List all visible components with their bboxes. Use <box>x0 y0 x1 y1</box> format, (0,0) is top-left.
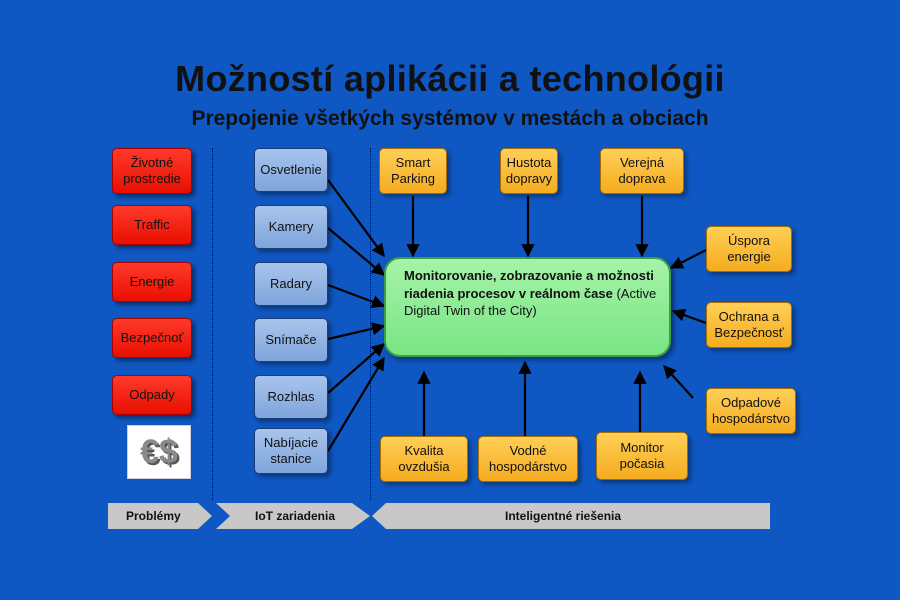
arrow-nabijacie <box>327 356 385 452</box>
problem-odpady: Odpady <box>112 375 192 415</box>
stage-iot-label: IoT zariadenia <box>255 509 336 523</box>
solution-smart-parking: Smart Parking <box>379 148 447 194</box>
arrow-ochrana <box>671 308 707 325</box>
solution-odpadove-hospodarstvo: Odpadové hospodárstvo <box>706 388 796 434</box>
arrow-snimace <box>327 322 386 341</box>
iot-kamery: Kamery <box>254 205 328 249</box>
stage-riesenia-label: Inteligentné riešenia <box>505 509 622 523</box>
page-subtitle: Prepojenie všetkých systémov v mestách a… <box>191 107 709 130</box>
solution-verejna-doprava: Verejná doprava <box>600 148 684 194</box>
solution-kvalita-ovzdusia: Kvalita ovzdušia <box>380 436 468 482</box>
problem-zivotne-prostredie: Životné prostredie <box>112 148 192 194</box>
problem-bezpecnost: Bezpečnoť <box>112 318 192 358</box>
iot-radary: Radary <box>254 262 328 306</box>
problem-energie: Energie <box>112 262 192 302</box>
iot-rozhlas: Rozhlas <box>254 375 328 419</box>
solution-uspora-energie: Úspora energie <box>706 226 792 272</box>
solution-ochrana-bezpecnost: Ochrana a Bezpečnosť <box>706 302 792 348</box>
stage-problemy-arrow <box>108 503 212 529</box>
solution-monitor-pocasia: Monitor počasia <box>596 432 688 480</box>
center-bold-text: Monitorovanie, zobrazovanie a možnosti r… <box>404 268 654 301</box>
arrow-kamery <box>327 227 386 276</box>
solution-hustota-dopravy: Hustota dopravy <box>500 148 558 194</box>
stage-riesenia-arrow <box>372 503 770 529</box>
column-divider <box>370 148 371 500</box>
arrow-osvetlenie <box>327 179 385 258</box>
iot-snimace: Snímače <box>254 318 328 362</box>
problem-traffic: Traffic <box>112 205 192 245</box>
arrow-radary <box>327 283 386 309</box>
column-divider <box>212 148 213 500</box>
page-title: Možností aplikácii a technológii <box>175 58 725 99</box>
arrow-uspora <box>669 249 707 269</box>
arrow-rozhlas <box>327 343 385 394</box>
stage-problemy-label: Problémy <box>126 509 181 523</box>
center-normal-text: (Active Digital Twin of the City) <box>404 285 657 319</box>
solution-vodne-hospodarstvo: Vodné hospodárstvo <box>478 436 578 482</box>
center-monitoring-box: Monitorovanie, zobrazovanie a možnosti r… <box>384 257 671 357</box>
iot-nabijacie-stanice: Nabíjacie stanice <box>254 428 328 474</box>
money-icon: €$ <box>127 425 191 479</box>
iot-osvetlenie: Osvetlenie <box>254 148 328 192</box>
stage-iot-arrow <box>216 503 370 529</box>
stage-bar <box>108 503 770 529</box>
arrow-odpadove <box>663 365 694 399</box>
